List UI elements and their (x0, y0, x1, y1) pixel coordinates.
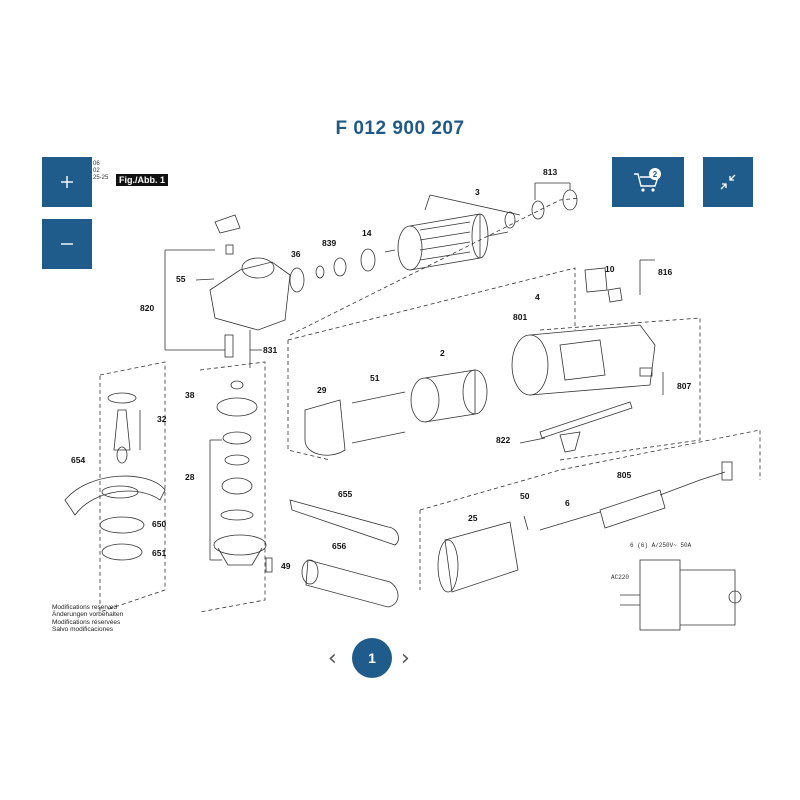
callout-3: 3 (475, 187, 480, 197)
callout-820: 820 (140, 303, 154, 313)
callout-656: 656 (332, 541, 346, 551)
callout-49: 49 (281, 561, 291, 571)
next-page-button[interactable]: › (401, 646, 410, 671)
stator-part (410, 369, 488, 423)
current-page-button[interactable]: 1 (352, 638, 392, 678)
callout-32: 32 (157, 414, 167, 424)
motor-housing-part (511, 324, 656, 396)
revision-line: 25-25 (93, 175, 109, 181)
note-line: Modifications réservées (52, 618, 121, 626)
rear-cover-part (437, 521, 519, 593)
zoom-out-button[interactable] (42, 219, 92, 269)
note-line: Modifications reserved (52, 604, 118, 611)
callout-816: 816 (658, 267, 672, 277)
callout-651: 651 (152, 548, 166, 558)
revision-line: 06 (93, 161, 100, 167)
callout-805: 805 (617, 470, 631, 480)
callout-655: 655 (338, 489, 352, 499)
callout-25: 25 (468, 513, 478, 523)
zoom-in-button[interactable] (42, 157, 92, 207)
callout-10: 10 (605, 264, 615, 274)
callout-654: 654 (71, 455, 85, 465)
callout-807: 807 (677, 381, 691, 391)
cart-icon: 2 (634, 168, 661, 192)
figure-label: Fig./Abb. 1 (116, 174, 168, 186)
cart-count-badge: 2 (653, 170, 658, 179)
callout-29: 29 (317, 385, 327, 395)
callout-38: 38 (185, 390, 195, 400)
page-title: F 012 900 207 (335, 118, 465, 139)
note-line: Salvo modificaciones (52, 626, 114, 634)
plus-icon (61, 176, 73, 188)
callout-831: 831 (263, 345, 277, 355)
callout-6: 6 (565, 498, 570, 508)
callout-14: 14 (362, 228, 372, 238)
callout-51: 51 (370, 373, 380, 383)
prev-page-button[interactable]: ‹ (328, 646, 337, 671)
callout-50: 50 (520, 491, 530, 501)
callout-36: 36 (291, 249, 301, 259)
gear-housing-part (195, 214, 291, 358)
callout-839: 839 (322, 238, 336, 248)
collapse-arrows-icon (720, 174, 736, 190)
cart-button[interactable]: 2 (612, 157, 684, 207)
wheel-guard-part (64, 475, 166, 516)
schematic-ac-label: AC220 (611, 574, 630, 581)
minus-icon (61, 243, 73, 245)
modification-notes: Modifications reserved Änderungen vorbeh… (52, 604, 123, 634)
wiring-schematic (620, 559, 742, 631)
callout-801: 801 (513, 312, 527, 322)
revision-line: 02 (93, 168, 100, 174)
callout-55: 55 (176, 274, 186, 284)
revision-note: 06 02 25-25 (93, 161, 108, 182)
callout-28: 28 (185, 472, 195, 482)
armature-part (384, 213, 509, 271)
callout-4: 4 (535, 292, 540, 302)
callout-822: 822 (496, 435, 510, 445)
schematic-label: 6 (6) A/250V~ 50A (630, 542, 692, 549)
collapse-button[interactable] (703, 157, 753, 207)
callout-2: 2 (440, 348, 445, 358)
callout-650: 650 (152, 519, 166, 529)
note-line: Änderungen vorbehalten (52, 611, 124, 619)
callout-813: 813 (543, 167, 557, 177)
